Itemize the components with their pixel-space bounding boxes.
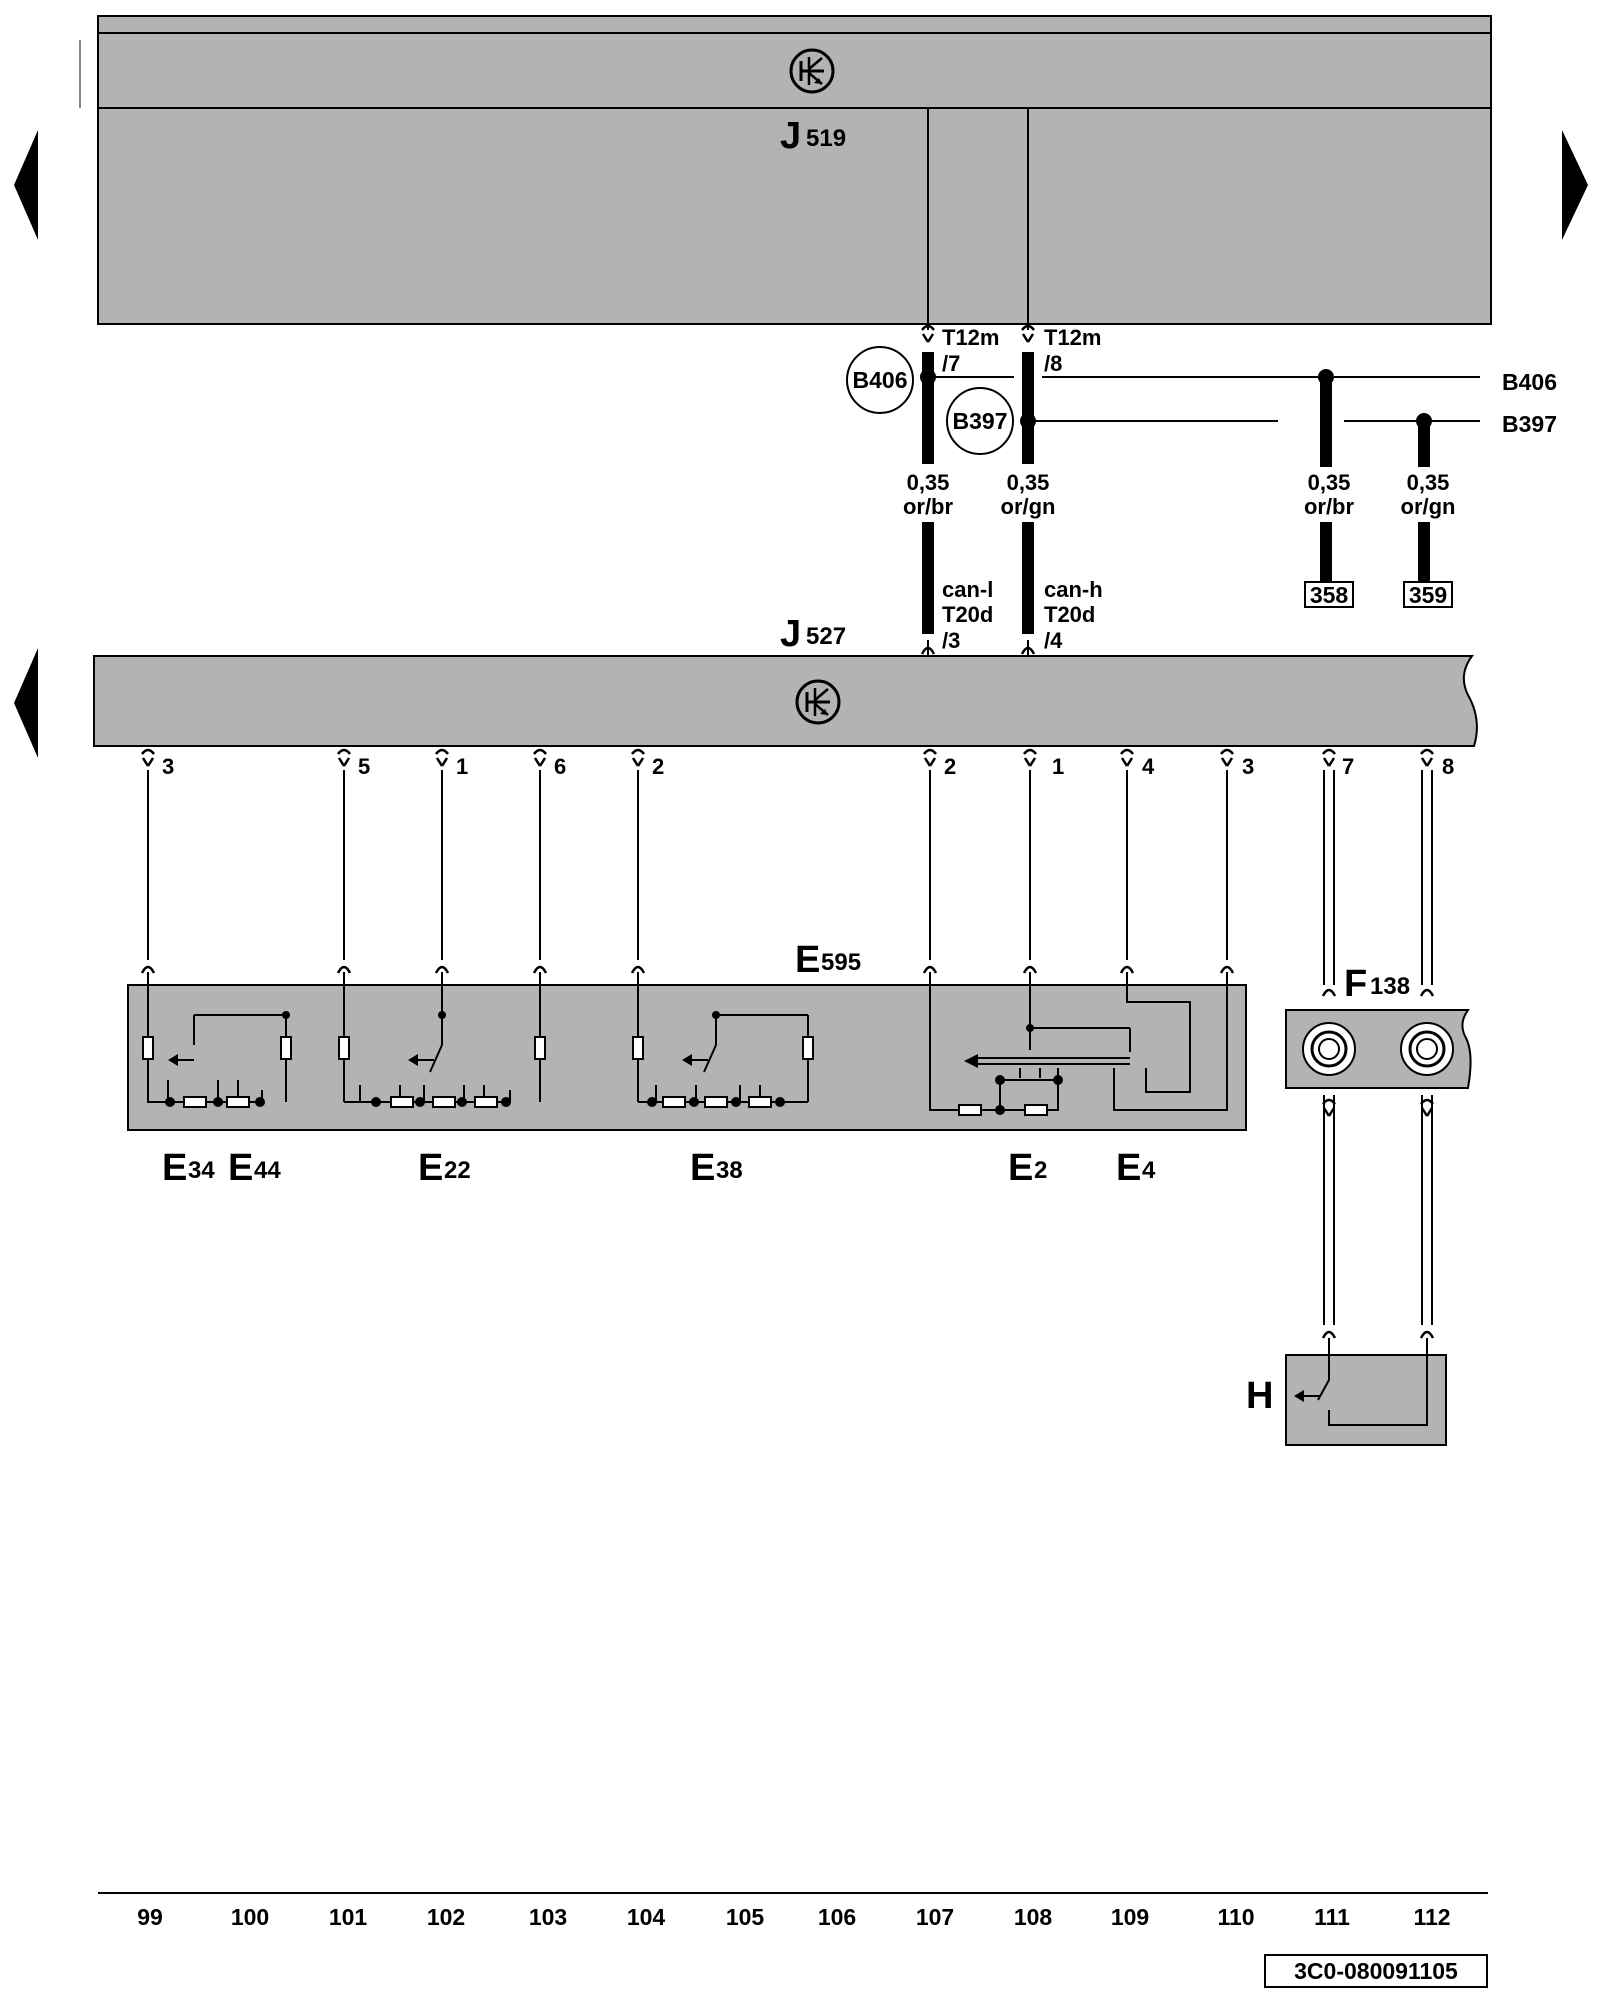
e38-letter: E xyxy=(690,1147,715,1189)
column-number: 101 xyxy=(329,1904,368,1930)
connector-t20d-pin: /3 xyxy=(942,628,960,653)
e4-letter: E xyxy=(1116,1147,1141,1189)
e2-sub: 2 xyxy=(1034,1157,1047,1184)
nav-arrow-left-icon[interactable] xyxy=(14,648,38,758)
connector-t20d-pin: /4 xyxy=(1044,628,1063,653)
e4-sub: 4 xyxy=(1142,1157,1156,1184)
wire-color: or/br xyxy=(903,494,954,519)
column-number: 109 xyxy=(1111,1904,1149,1930)
column-number: 99 xyxy=(137,1904,163,1930)
wire-size: 0,35 xyxy=(1407,470,1450,495)
pin-number: 7 xyxy=(1342,754,1354,779)
h-letter: H xyxy=(1246,1375,1273,1417)
connector-t12m-name: T12m xyxy=(942,325,999,350)
connector-t12m-pin: /7 xyxy=(942,351,960,376)
column-number: 107 xyxy=(916,1904,954,1930)
j519-letter: J xyxy=(780,115,801,157)
column-number: 100 xyxy=(231,1904,269,1930)
wire-color: or/br xyxy=(1304,494,1355,519)
pin-number: 2 xyxy=(944,754,956,779)
wire-size: 0,35 xyxy=(1308,470,1351,495)
e595-sub: 595 xyxy=(821,949,861,976)
wire-size: 0,35 xyxy=(1007,470,1050,495)
pin-number: 8 xyxy=(1442,754,1454,779)
e34-sub: 34 xyxy=(188,1157,215,1184)
wire-size: 0,35 xyxy=(907,470,950,495)
e22-sub: 22 xyxy=(444,1157,471,1184)
pin-number: 4 xyxy=(1142,754,1155,779)
diagram-code: 3C0-080091105 xyxy=(1294,1958,1458,1984)
pin-number: 1 xyxy=(456,754,468,779)
clock-spring-f138 xyxy=(1285,1009,1472,1089)
bus-label-b397: B397 xyxy=(1502,411,1557,437)
column-number: 103 xyxy=(529,1904,567,1930)
e38-sub: 38 xyxy=(716,1157,743,1184)
e34-letter: E xyxy=(162,1147,187,1189)
control-unit-j519 xyxy=(97,15,1492,325)
wire-color: or/gn xyxy=(1401,494,1456,519)
splice-b406: B406 xyxy=(853,367,908,393)
e2-letter: E xyxy=(1008,1147,1033,1189)
bus-label-b406: B406 xyxy=(1502,369,1557,395)
pin-number: 1 xyxy=(1052,754,1064,779)
column-number: 102 xyxy=(427,1904,465,1930)
splice-b397: B397 xyxy=(953,408,1008,434)
connector-t20d-name: T20d xyxy=(942,602,993,627)
control-unit-j527 xyxy=(93,655,1478,747)
nav-arrow-right-icon[interactable] xyxy=(1562,130,1588,240)
f138-sub: 138 xyxy=(1370,973,1410,1000)
e44-letter: E xyxy=(228,1147,253,1189)
column-number: 104 xyxy=(627,1904,666,1930)
column-scale: 99 100 101 102 103 104 105 106 107 108 109 110 111 11… xyxy=(137,1904,1450,1930)
ref-358[interactable]: 358 xyxy=(1310,582,1349,608)
pin-number: 6 xyxy=(554,754,566,779)
column-number: 111 xyxy=(1314,1904,1350,1930)
connector-t20d-name: T20d xyxy=(1044,602,1095,627)
f138-letter: F xyxy=(1344,963,1367,1005)
column-number: 110 xyxy=(1217,1904,1254,1930)
horn-button-h xyxy=(1285,1354,1447,1446)
column-number: 112 xyxy=(1413,1904,1450,1930)
pin-number: 3 xyxy=(1242,754,1254,779)
connector-t12m-pin: /8 xyxy=(1044,351,1062,376)
ref-359[interactable]: 359 xyxy=(1409,582,1447,608)
wire-color: or/gn xyxy=(1001,494,1056,519)
switch-e2-e4 xyxy=(929,972,1228,1111)
j527-letter: J xyxy=(780,613,801,655)
column-number: 108 xyxy=(1014,1904,1053,1930)
connector-t12m-name: T12m xyxy=(1044,325,1101,350)
e22-letter: E xyxy=(418,1147,443,1189)
nav-arrow-left-icon[interactable] xyxy=(14,130,38,240)
pin-number: 3 xyxy=(162,754,174,779)
e44-sub: 44 xyxy=(254,1157,281,1184)
pin-number: 2 xyxy=(652,754,664,779)
can-signal: can-l xyxy=(942,577,993,602)
e595-letter: E xyxy=(795,939,820,981)
j527-sub: 527 xyxy=(806,623,846,650)
column-number: 106 xyxy=(818,1904,856,1930)
pin-number: 5 xyxy=(358,754,370,779)
can-signal: can-h xyxy=(1044,577,1103,602)
j519-sub: 519 xyxy=(806,125,846,152)
column-number: 105 xyxy=(726,1904,765,1930)
